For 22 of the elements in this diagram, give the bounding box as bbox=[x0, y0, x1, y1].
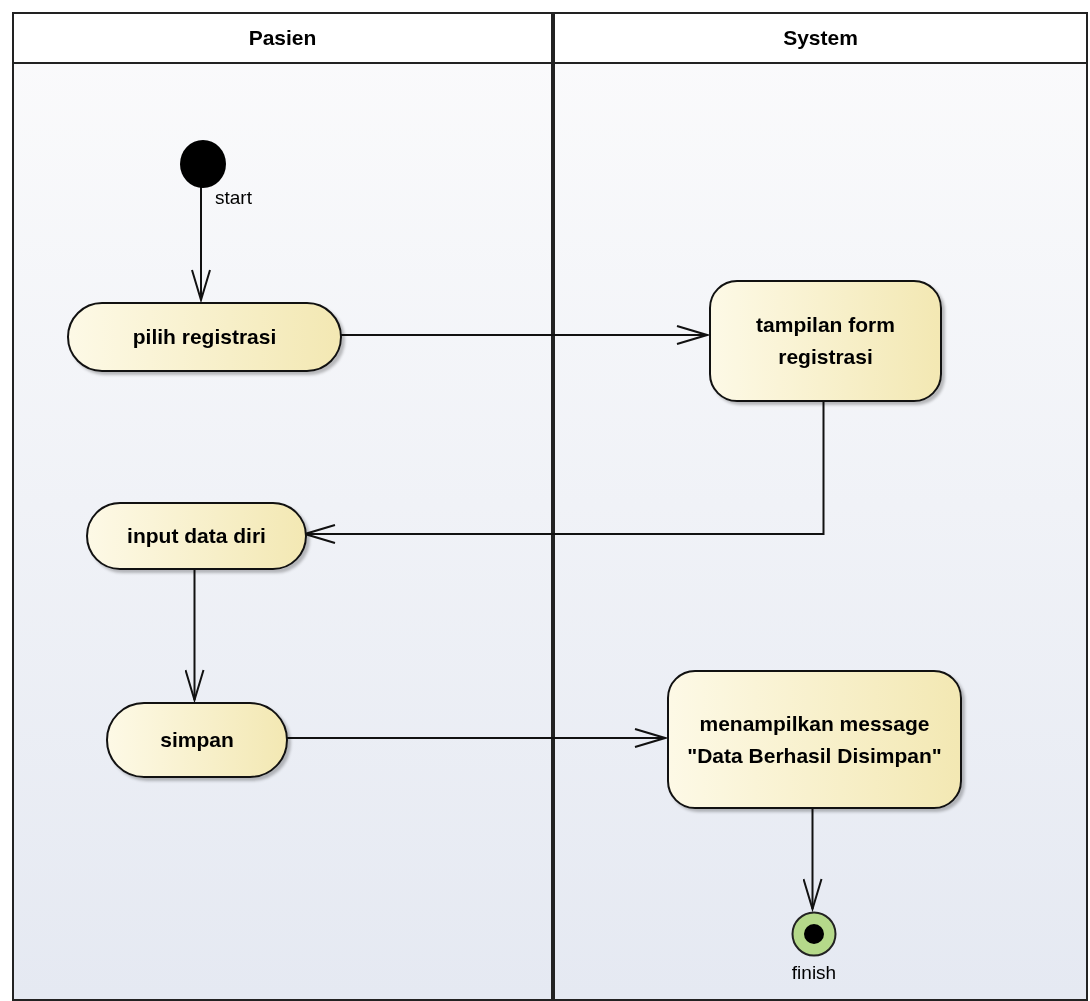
action-node bbox=[67, 302, 342, 372]
control-flow-arrow bbox=[285, 728, 666, 748]
control-flow-arrow bbox=[339, 325, 708, 345]
action-label: tampilan form registrasi bbox=[755, 312, 896, 370]
control-flow-arrow bbox=[191, 185, 211, 301]
node-caption: finish bbox=[791, 961, 837, 985]
swimlane bbox=[553, 12, 1088, 1001]
action-label: input data diri bbox=[127, 523, 266, 549]
control-flow-arrow bbox=[184, 567, 205, 701]
action-node bbox=[86, 502, 307, 570]
action-label: pilih registrasi bbox=[132, 324, 277, 350]
lane-title: System bbox=[783, 25, 858, 52]
action-label: simpan bbox=[160, 727, 234, 753]
action-node bbox=[106, 702, 288, 778]
action-node bbox=[709, 280, 942, 402]
swimlane bbox=[12, 12, 553, 1001]
node-caption: start bbox=[215, 186, 252, 210]
action-node bbox=[667, 670, 962, 809]
action-label: menampilkan message "Data Berhasil Disimpan" bbox=[686, 710, 943, 769]
lane-title: Pasien bbox=[248, 25, 317, 52]
control-flow-arrow bbox=[802, 806, 823, 910]
control-flow-arrow bbox=[304, 399, 825, 544]
